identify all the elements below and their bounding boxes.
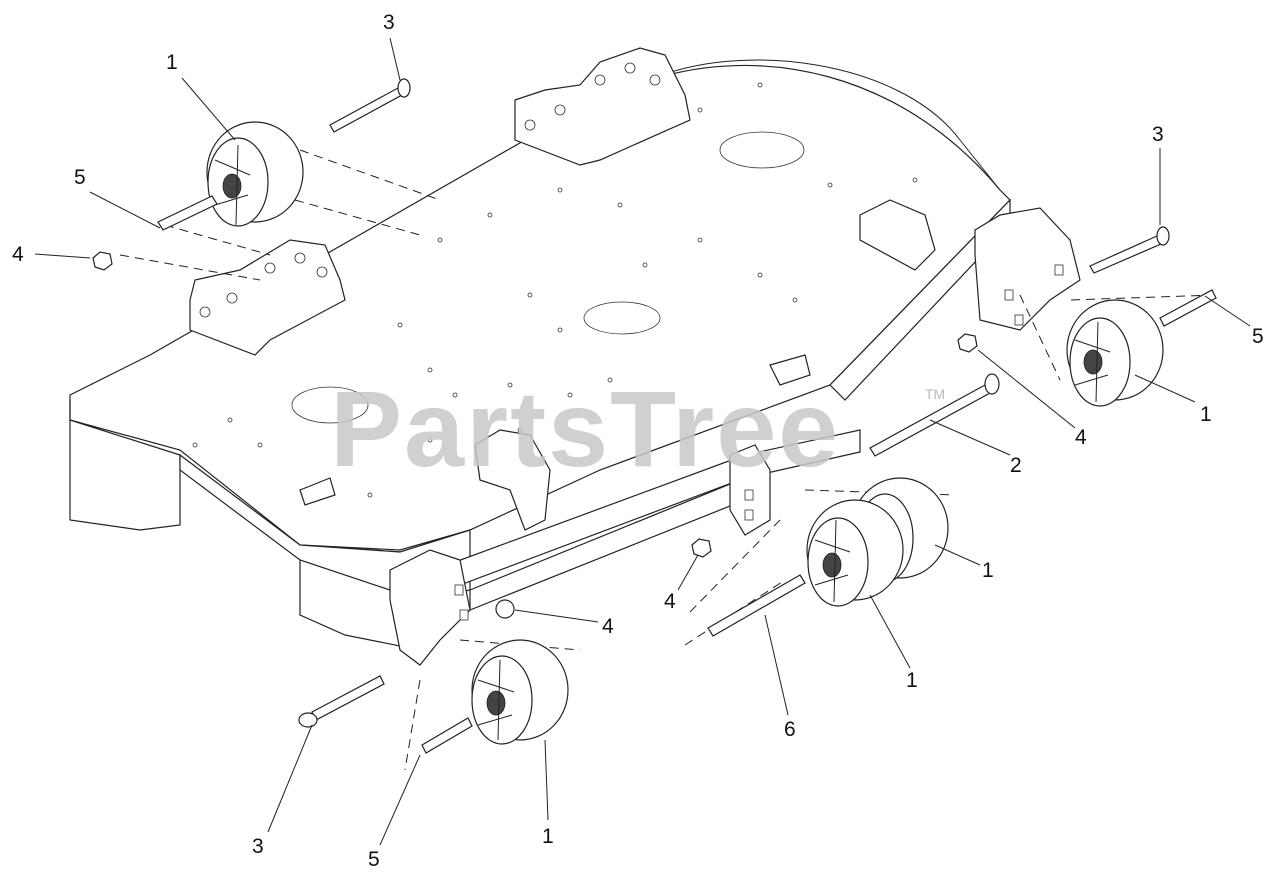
- callout-spacer-right: 5: [1252, 325, 1264, 348]
- roller-bracket-front-center: [729, 444, 771, 536]
- roller-bracket-right: [974, 207, 1081, 331]
- roller-bracket-front-left: [389, 549, 471, 666]
- callout-spacer-rear-left: 5: [74, 166, 86, 189]
- roller-bracket-rear-left: [189, 239, 346, 356]
- bolt-front-left: [298, 675, 385, 728]
- partstree-watermark: PartsTree: [330, 368, 841, 489]
- callout-long-bolt: 2: [1010, 454, 1022, 477]
- roller-front-right: [806, 499, 904, 607]
- roller-bracket-rear-center: [514, 47, 691, 166]
- callout-bolt-right: 3: [1152, 123, 1164, 146]
- spacer-rear-left: [157, 195, 218, 231]
- nuts: [92, 251, 978, 619]
- spacer-right: [1159, 289, 1217, 327]
- callout-roller-rear-left: 1: [166, 51, 178, 74]
- callout-roller-front-right: 1: [906, 669, 918, 692]
- roller-front-left: [471, 639, 569, 745]
- callout-nut-rear-left: 4: [12, 243, 24, 266]
- callout-nut-right: 4: [1075, 426, 1087, 449]
- callout-nut-front-left: 4: [602, 615, 614, 638]
- callout-nut-front-center: 4: [664, 590, 676, 613]
- callout-axle-tube: 6: [784, 718, 796, 741]
- callout-roller-front-left: 1: [542, 825, 554, 848]
- trademark-mark: TM: [925, 386, 946, 402]
- callout-spacer-front-left: 5: [368, 848, 380, 871]
- spacer-front-left: [421, 717, 473, 754]
- deck-hanger-center: [299, 199, 936, 531]
- callout-roller-front-right-rear: 1: [982, 559, 994, 582]
- callout-leaders: [34, 37, 1251, 846]
- callout-bolt-front-left: 3: [252, 835, 264, 858]
- roller-rear-left: [206, 121, 304, 227]
- axle-tube: [707, 574, 806, 637]
- callout-bolt-rear: 3: [383, 11, 395, 34]
- bolt-right: [1089, 226, 1170, 274]
- roller-right: [1066, 299, 1164, 407]
- callout-roller-right: 1: [1200, 403, 1212, 426]
- bolt-rear-left: [329, 78, 411, 133]
